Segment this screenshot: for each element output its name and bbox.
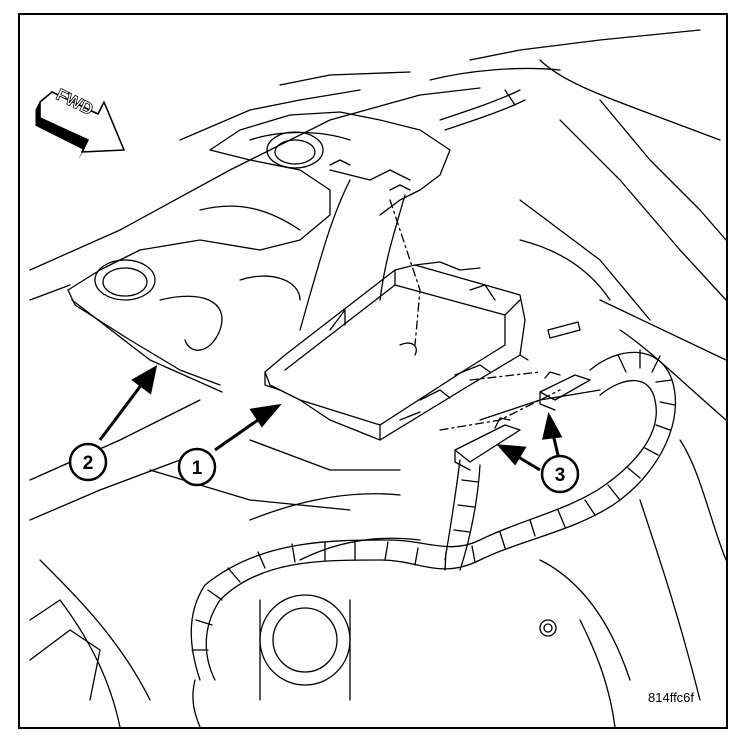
figure-frame [18,13,728,729]
alignment-lines [389,199,561,431]
callout-1-number: 1 [192,458,203,479]
hose [439,89,526,131]
callout-1: 1 [177,447,217,487]
callout-3-number: 3 [555,465,566,486]
forward-arrow-icon [35,91,125,160]
callout-2-number: 2 [83,453,94,474]
body-structure [29,29,726,727]
harness-clips [454,321,591,471]
wiring-harness [190,349,677,727]
callout-3: 3 [540,454,580,494]
callout-2: 2 [68,442,108,482]
lower-hardware [259,594,557,701]
figure-id: 814ffc6f [648,690,695,705]
module-bracket [264,261,529,441]
floor-pan [67,111,451,393]
